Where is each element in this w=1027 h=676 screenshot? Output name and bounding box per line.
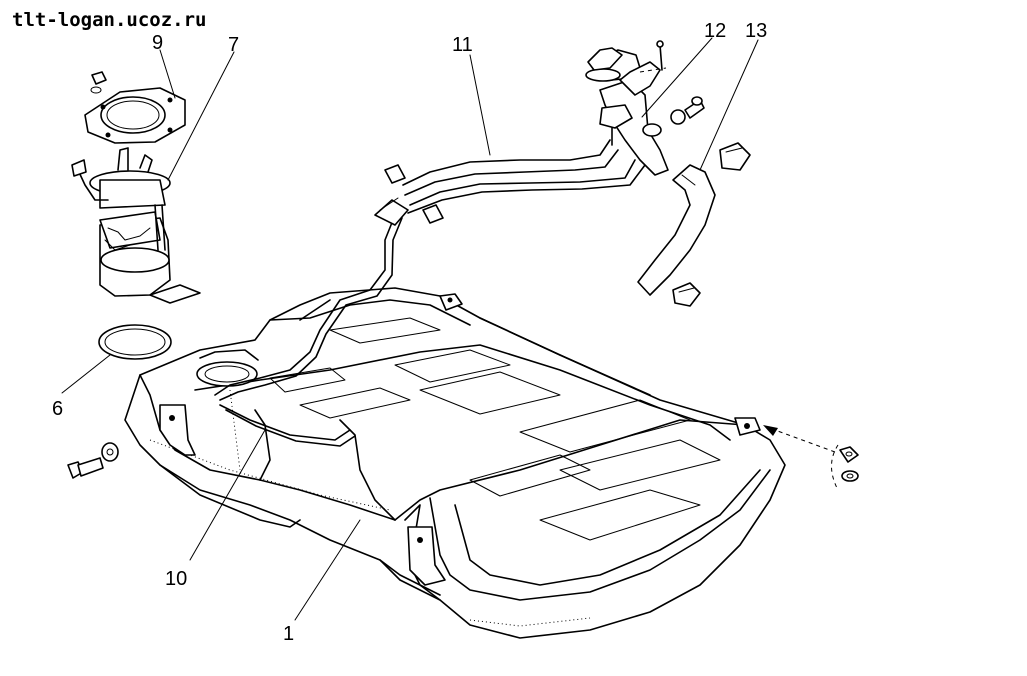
seal-plate bbox=[84, 71, 186, 144]
label-7: 7 bbox=[228, 34, 239, 56]
filler-hose bbox=[637, 142, 751, 307]
fuel-tank bbox=[124, 287, 786, 639]
label-6: 6 bbox=[52, 398, 63, 420]
o-ring bbox=[98, 324, 172, 360]
label-9: 9 bbox=[152, 32, 163, 54]
watermark-text: tlt-logan.ucoz.ru bbox=[12, 9, 206, 31]
fuel-pipes bbox=[214, 197, 409, 447]
label-11: 11 bbox=[452, 34, 473, 56]
nut-right bbox=[763, 425, 859, 491]
pipe-11 bbox=[384, 139, 646, 224]
bolt-left bbox=[67, 442, 119, 479]
fuel-pump bbox=[71, 147, 201, 304]
filler-neck bbox=[585, 40, 705, 176]
label-10: 10 bbox=[165, 568, 187, 590]
leader-lines bbox=[61, 37, 759, 621]
label-12: 12 bbox=[704, 20, 726, 42]
label-13: 13 bbox=[745, 20, 767, 42]
label-1: 1 bbox=[283, 623, 294, 645]
